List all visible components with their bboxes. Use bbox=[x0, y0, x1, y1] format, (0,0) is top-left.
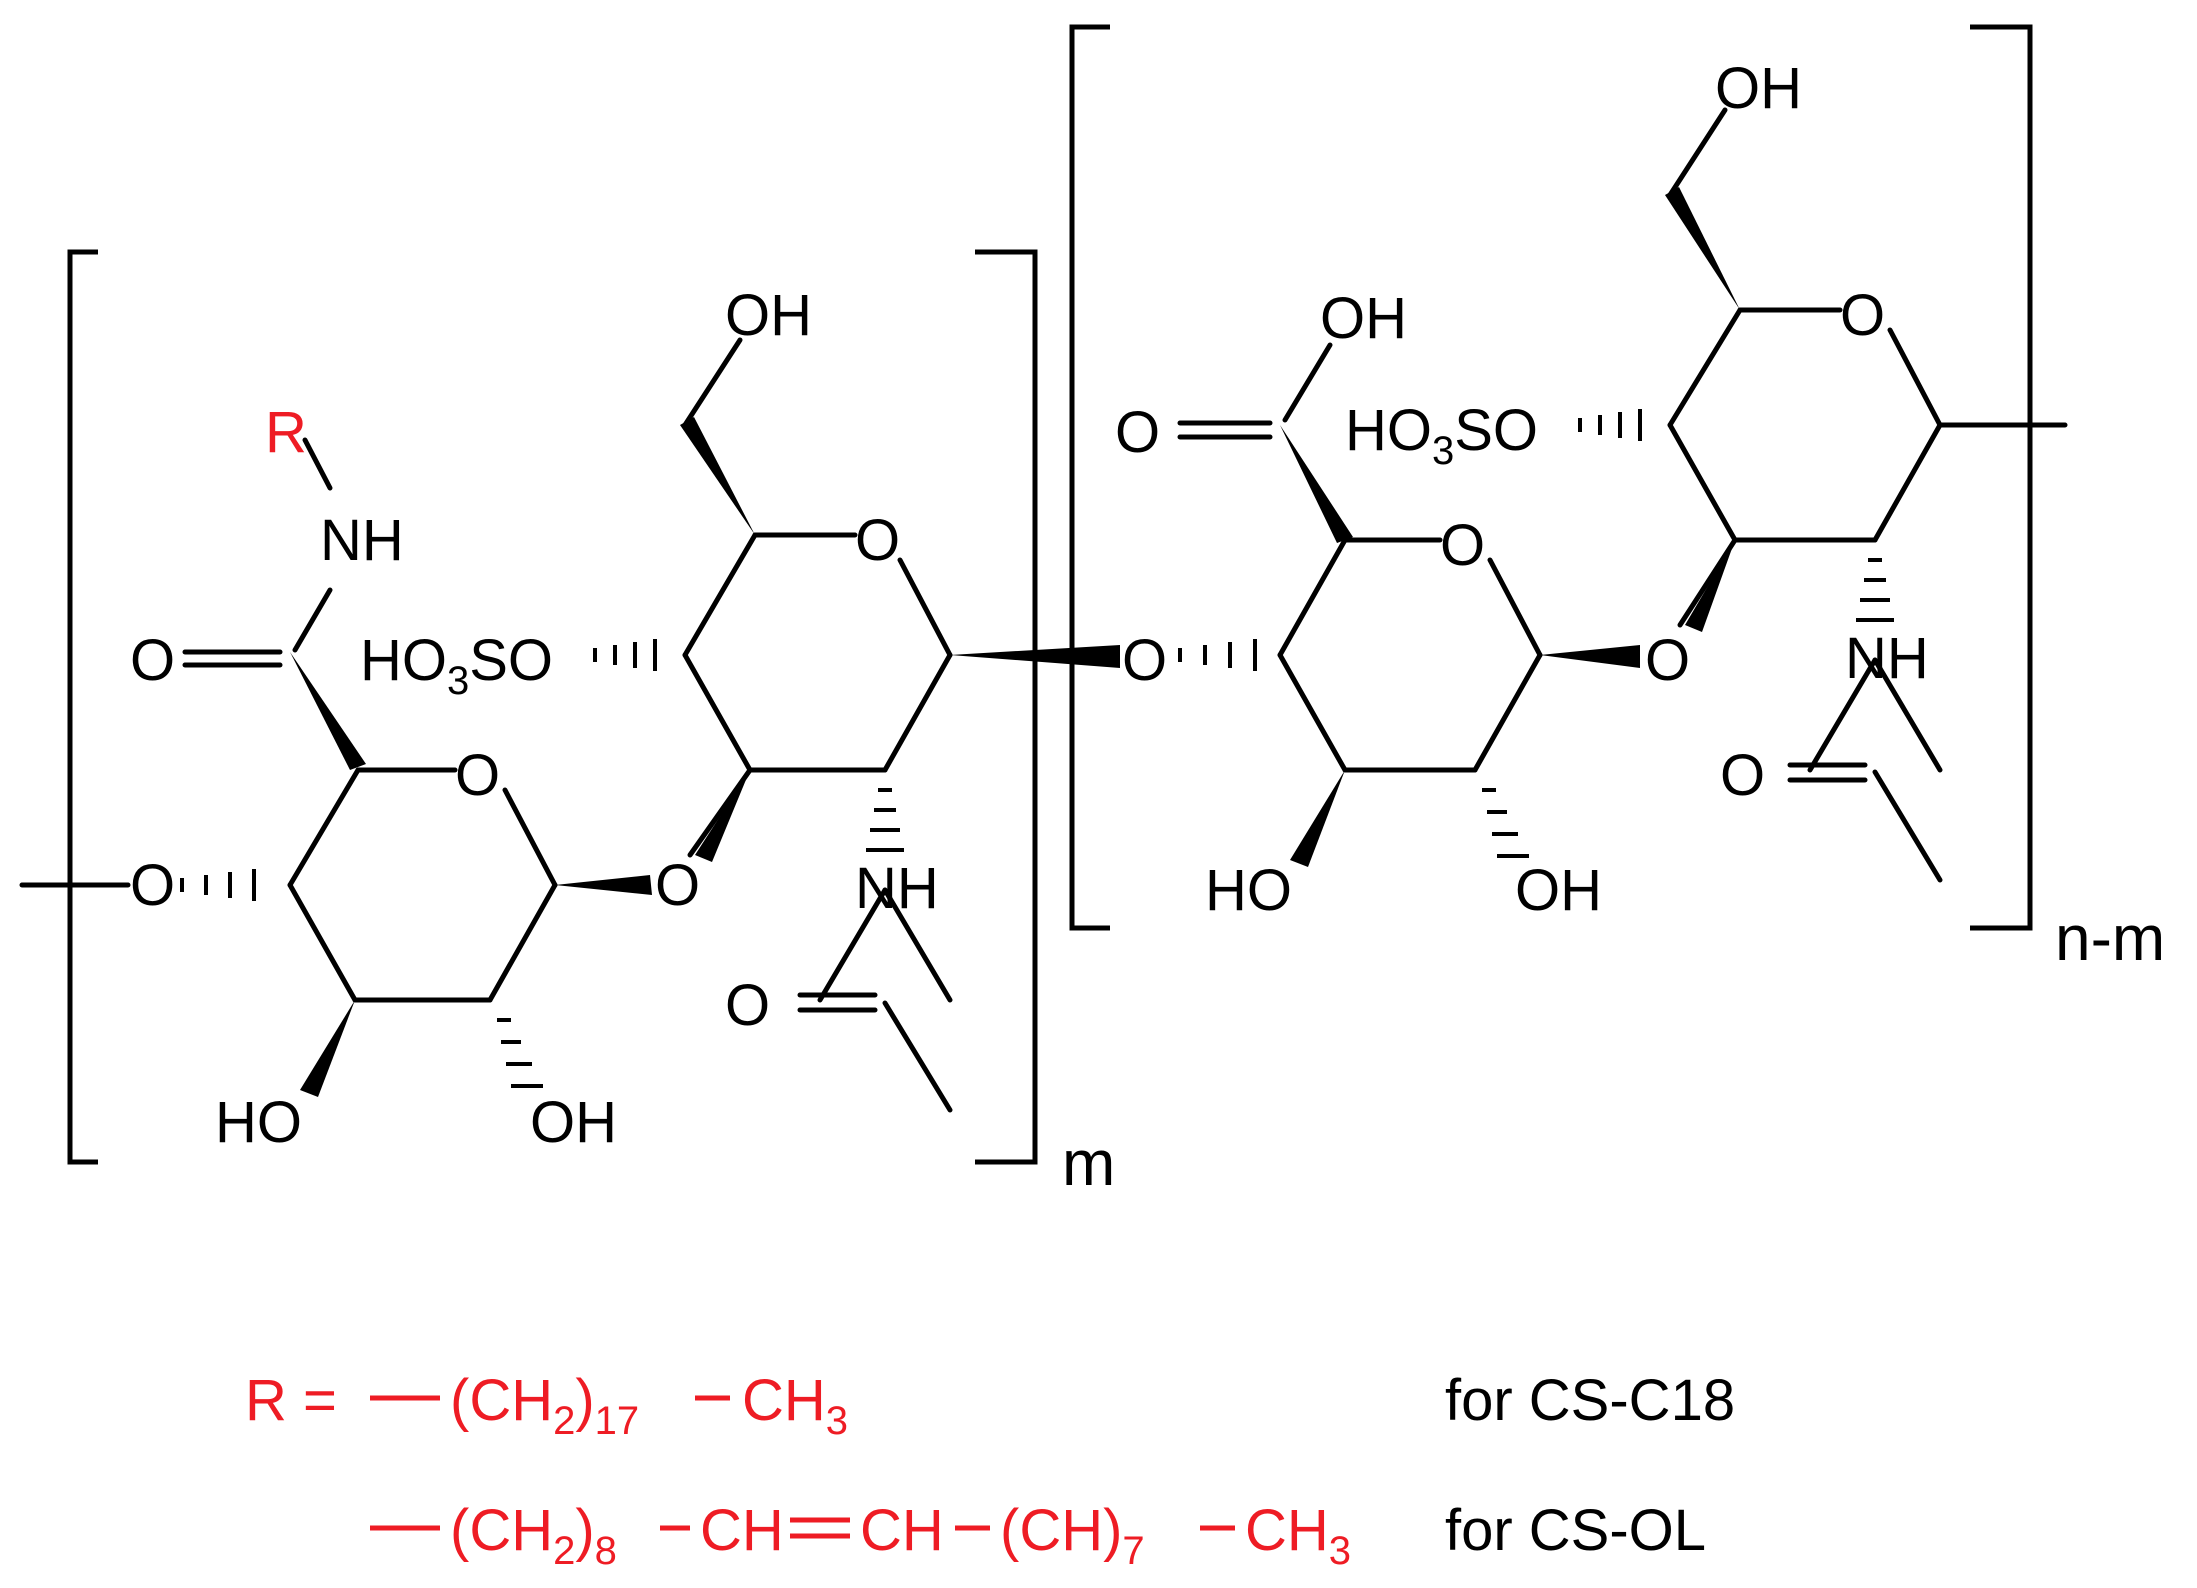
bracket-m-left bbox=[67, 249, 98, 1165]
ring-3-wedges bbox=[1280, 425, 1640, 867]
ring-2-o-label: O bbox=[855, 508, 900, 573]
legend-c18-note: for CS-C18 bbox=[1445, 1368, 1735, 1433]
link-o-left-label: O bbox=[130, 853, 175, 918]
ring-4-nh-label: NH bbox=[1845, 626, 1929, 691]
ring-1-o-label: O bbox=[455, 743, 500, 808]
glycosidic-o-1-label: O bbox=[655, 853, 700, 918]
bracket-m-right bbox=[975, 249, 1038, 1165]
ring-4-hashes bbox=[1578, 409, 1894, 622]
ring-2-ch2oh-label: OH bbox=[725, 283, 812, 348]
ring-3-hashes bbox=[1178, 639, 1529, 858]
ring-4-ch2oh-label: OH bbox=[1715, 56, 1802, 121]
acid-o-label: O bbox=[1115, 400, 1160, 465]
ring-4-wedges bbox=[1665, 187, 1740, 632]
ring-2-sulfate-label: HO3SO bbox=[360, 628, 553, 703]
amide-nh-label: NH bbox=[320, 508, 404, 573]
ring-2-hashes bbox=[593, 639, 904, 852]
carbonyl-o-label: O bbox=[130, 628, 175, 693]
legend-c18-terminal: CH3 bbox=[742, 1368, 848, 1443]
ring-3-ho-label: HO bbox=[1205, 858, 1292, 923]
legend-r-equals: R = bbox=[245, 1368, 337, 1433]
ring-1-bonds bbox=[19, 437, 558, 1003]
legend-ol-ch-1: CH bbox=[700, 1498, 784, 1563]
ring-2-wedges bbox=[680, 417, 1120, 862]
legend-c18-chain: (CH2)17 bbox=[450, 1368, 639, 1443]
ring-3-o-label: O bbox=[1440, 513, 1485, 578]
ring-3-oh-label: OH bbox=[1515, 858, 1602, 923]
ring-4-o-label: O bbox=[1840, 283, 1885, 348]
ring-4-acetyl-o-label: O bbox=[1720, 743, 1765, 808]
legend-ol-terminal: CH3 bbox=[1245, 1498, 1351, 1573]
legend-row-ol: (CH2)8 CH CH (CH)7 CH3 for CS-OL bbox=[370, 1498, 1706, 1573]
glycosidic-o-2-label: O bbox=[1645, 628, 1690, 693]
ring-2-acetyl-o-label: O bbox=[725, 973, 770, 1038]
acid-oh-label: OH bbox=[1320, 286, 1407, 351]
ring-3-bonds bbox=[1177, 342, 1543, 773]
ring-4-sulfate-label: HO3SO bbox=[1345, 398, 1538, 473]
legend-ol-note: for CS-OL bbox=[1445, 1498, 1706, 1563]
ring-2-nh-label: NH bbox=[855, 856, 939, 921]
legend-row-c18: R = (CH2)17 CH3 for CS-C18 bbox=[245, 1368, 1735, 1443]
ring-1-oh-label: OH bbox=[530, 1090, 617, 1155]
legend-ol-ch-2: CH bbox=[860, 1498, 944, 1563]
ring-1-wedges bbox=[290, 652, 652, 1097]
repeat-m-label: m bbox=[1062, 1127, 1115, 1199]
ring-2-bonds bbox=[682, 337, 953, 1113]
ring-1-hashes bbox=[180, 869, 543, 1088]
r-substituent-label: R bbox=[265, 400, 307, 465]
link-o-center-label: O bbox=[1122, 628, 1167, 693]
ring-1-ho-label: HO bbox=[215, 1090, 302, 1155]
ring-4-bonds bbox=[1667, 107, 2068, 883]
bracket-nm-left bbox=[1069, 24, 1110, 931]
legend-ol-chain-2: (CH)7 bbox=[1000, 1498, 1145, 1573]
legend-ol-chain-1: (CH2)8 bbox=[450, 1498, 617, 1573]
bracket-nm-right bbox=[1970, 24, 2033, 931]
repeat-n-m-label: n-m bbox=[2055, 902, 2165, 974]
